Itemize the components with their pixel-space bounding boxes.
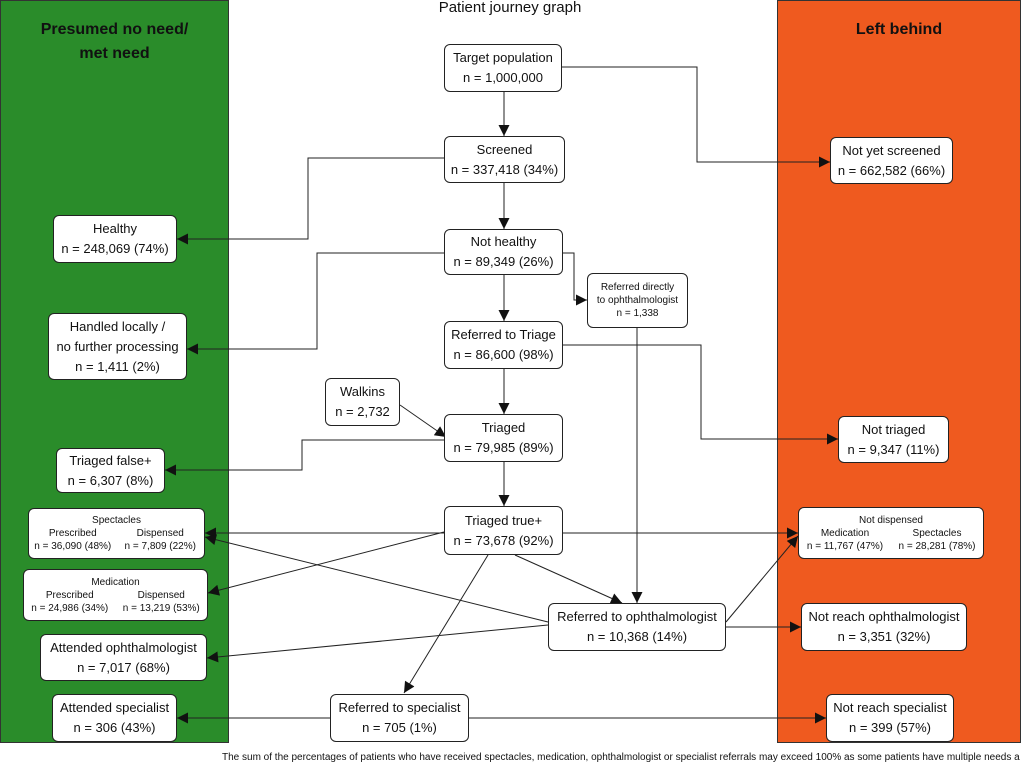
node-referred-to-ophthalmologist: Referred to ophthalmologist n = 10,368 (… [548, 603, 726, 651]
node-triaged: Triaged n = 79,985 (89%) [444, 414, 563, 462]
left-panel-title-line1: Presumed no need/ [40, 21, 189, 38]
edge-walkins-triaged [399, 404, 447, 438]
node-not-reach-specialist: Not reach specialist n = 399 (57%) [826, 694, 954, 742]
node-triaged-false-positive: Triaged false+ n = 6,307 (8%) [56, 448, 165, 493]
right-panel-title: Left behind [855, 21, 943, 38]
edge-ophth-not-dispensed [725, 535, 799, 623]
edge-true-medication [207, 531, 445, 596]
edge-not-healthy-direct [563, 252, 587, 306]
edge-triage-not-triaged [563, 344, 838, 445]
node-not-triaged: Not triaged n = 9,347 (11%) [838, 416, 949, 463]
edge-screened-healthy [177, 157, 444, 245]
node-referred-to-specialist: Referred to specialist n = 705 (1%) [330, 694, 469, 742]
node-attended-ophthalmologist: Attended ophthalmologist n = 7,017 (68%) [40, 634, 207, 681]
node-healthy: Healthy n = 248,069 (74%) [53, 215, 177, 263]
edge-ophth-spectacles [204, 534, 549, 623]
node-referred-directly: Referred directly to ophthalmologist n =… [587, 273, 688, 328]
node-not-dispensed: Not dispensed Medication Spectacles n = … [798, 507, 984, 559]
edge-target-not-screened [562, 66, 830, 168]
node-medication: Medication Prescribed Dispensed n = 24,9… [23, 569, 208, 621]
node-walkins: Walkins n = 2,732 [325, 378, 400, 426]
node-attended-specialist: Attended specialist n = 306 (43%) [52, 694, 177, 742]
node-spectacles: Spectacles Prescribed Dispensed n = 36,0… [28, 508, 205, 559]
left-panel-title-line2: met need [79, 45, 150, 62]
node-triaged-true-positive: Triaged true+ n = 73,678 (92%) [444, 506, 563, 555]
node-handled-locally: Handled locally / no further processing … [48, 313, 187, 380]
node-screened: Screened n = 337,418 (34%) [444, 136, 565, 183]
node-not-reach-ophthalmologist: Not reach ophthalmologist n = 3,351 (32%… [801, 603, 967, 651]
edge-ophth-attended [206, 624, 549, 663]
edge-true-specialist [403, 554, 489, 694]
node-target-population: Target population n = 1,000,000 [444, 44, 562, 92]
diagram-title: Patient journey graph [438, 0, 582, 16]
left-panel-title: Presumed no need/ met need [1, 18, 228, 66]
edge-not-healthy-handled [187, 252, 444, 355]
footnote: The sum of the percentages of patients w… [222, 752, 1020, 763]
edge-true-ophth [514, 554, 623, 604]
node-not-healthy: Not healthy n = 89,349 (26%) [444, 229, 563, 275]
edge-triaged-false [165, 439, 444, 476]
node-referred-to-triage: Referred to Triage n = 86,600 (98%) [444, 321, 563, 369]
node-not-yet-screened: Not yet screened n = 662,582 (66%) [830, 137, 953, 184]
